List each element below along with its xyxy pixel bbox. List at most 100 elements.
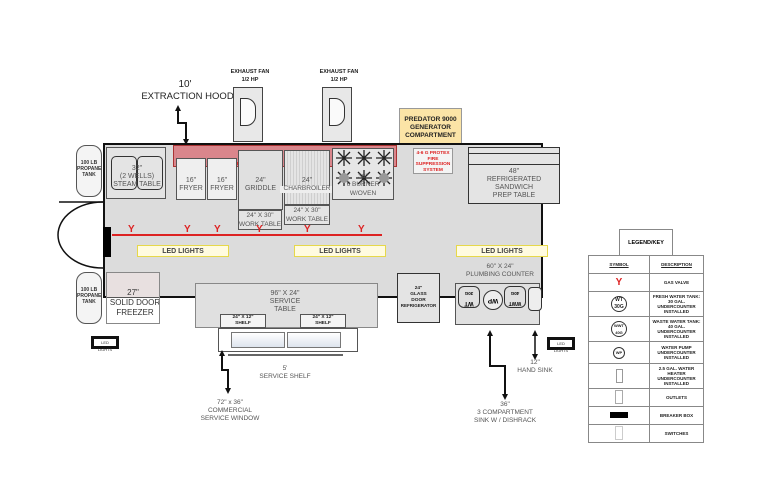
propane-tank-2-l1: 100 LB [80, 287, 98, 293]
freezer-line2: SOLID DOOR [109, 298, 161, 307]
shelf-2 [300, 314, 346, 328]
plumbing-label: PLUMBING COUNTER [466, 271, 534, 278]
legend-col-description: DESCRIPTION [649, 255, 704, 274]
steam-table-line2: (2 WELLS) [119, 173, 155, 180]
refrigerated-prep-table [468, 147, 560, 204]
exhaust-fan-1 [233, 87, 263, 142]
burner-line2: 6 BURNER [346, 181, 380, 188]
outlet-icon [588, 388, 650, 407]
hood-size: 10' [178, 79, 192, 90]
legend-title-box: LEGEND/KEY [619, 229, 673, 256]
service-window-line1: 72" x 36" [217, 399, 243, 406]
legend-desc: BREAKER BOX [649, 406, 704, 425]
fridge-line2: GLASS [410, 292, 427, 297]
generator-line2: GENERATOR [410, 124, 451, 131]
wt-tank: WT 30G [458, 286, 480, 308]
door-swing [57, 201, 104, 269]
gas-valve-icon: Y [128, 224, 135, 235]
gas-valve-icon: Y [588, 273, 650, 292]
propane-tank-1-l2: PROPANE [77, 166, 102, 172]
legend-desc: OUTLETS [649, 388, 704, 407]
propane-tank-2-l2: PROPANE [77, 293, 102, 299]
fan1-power: 1/2 HP [241, 77, 259, 83]
work-table-2 [284, 205, 330, 225]
breaker-box [103, 227, 111, 257]
fire-suppression-l1: 4-6 G PROTEX [416, 151, 450, 156]
charbroiler [284, 150, 330, 205]
breaker-box-icon [588, 406, 650, 425]
propane-tank-1-l1: 100 LB [80, 160, 98, 166]
fan2-power: 1/2 HP [330, 77, 348, 83]
legend-desc: 2.5 GAL. WATER HEATER UNDERCOUNTER INSTA… [649, 363, 704, 389]
griddle-label: GRIDDLE [244, 185, 277, 192]
prep-line3: SANDWICH [494, 184, 534, 191]
freezer-line3: FREEZER [116, 308, 154, 317]
hand-sink-size: 12" [530, 359, 540, 366]
prep-size: 48" [508, 168, 520, 175]
gas-valve-icon: Y [184, 224, 191, 235]
generator-line3: COMPARTMENT [405, 132, 456, 139]
fire-suppression-l4: SYSTEM [423, 167, 443, 173]
propane-tank-2-l3: TANK [82, 299, 96, 305]
gas-valve-icon: Y [304, 224, 311, 235]
burner-grates [336, 150, 392, 186]
shelf-2-size: 24" X 12" [312, 315, 334, 320]
prep-line4: PREP TABLE [492, 192, 536, 199]
shelf-1 [220, 314, 266, 328]
service-table-line3: TABLE [274, 306, 296, 313]
legend-col-symbol: SYMBOL [588, 255, 650, 274]
service-window [218, 328, 358, 352]
sink-arrow [487, 330, 508, 400]
water-heater-icon [588, 363, 650, 389]
wwt-label: WWT [508, 300, 522, 306]
led-light-1: LED LIGHTS [137, 245, 229, 257]
shelf-1-label: SHELF [235, 321, 251, 326]
hand-sink-arrow [532, 330, 538, 360]
service-shelf-label: SERVICE SHELF [259, 373, 311, 380]
shelf-2-label: SHELF [315, 321, 331, 326]
fridge-line3: DOOR [411, 298, 426, 303]
griddle-size: 24" [255, 177, 266, 184]
wwt-sub: 40G [510, 291, 520, 296]
wt-sub: 30G [464, 291, 474, 296]
hand-sink [528, 287, 542, 311]
prep-table-rail [468, 153, 560, 165]
legend-desc: GAS VALVE [649, 273, 704, 292]
service-shelf [228, 354, 343, 356]
wwt-tank: WWT 40G [504, 286, 526, 308]
gas-line [112, 234, 382, 236]
fire-suppression: 4-6 G PROTEX FIRE SUPPRESSION SYSTEM [413, 148, 453, 174]
shelf-1-size: 24" X 12" [232, 315, 254, 320]
legend-desc: SWITCHES [649, 424, 704, 443]
service-window-arrow [219, 350, 231, 394]
freezer-size: 27" [127, 288, 139, 297]
switch-icon [588, 424, 650, 443]
led-light-2: LED LIGHTS [294, 245, 386, 257]
service-window-line3: SERVICE WINDOW [200, 415, 260, 422]
wt-label: WT [464, 300, 474, 306]
fan1-label: EXHAUST FAN [230, 69, 270, 75]
charbroiler-size: 24" [301, 177, 313, 184]
service-window-line2: COMMERCIAL [207, 407, 253, 414]
steam-table [106, 147, 166, 199]
sink-line3: SINK W / DISHRACK [473, 417, 537, 424]
fryer-2-label: FRYER [210, 185, 234, 192]
fire-suppression-l3: SUPPRESSION [415, 162, 451, 167]
fryer-2-size: 16" [216, 177, 228, 184]
gas-valve-icon: Y [358, 224, 365, 235]
exterior-led-box-2: LED LIGHTS [547, 337, 575, 353]
sink-line2: 3 COMPARTMENT [477, 409, 533, 416]
plumbing-size: 60" X 24" [486, 263, 514, 270]
legend-desc: WASTE WATER TANK: 40 GAL. UNDERCOUNTER I… [649, 316, 704, 342]
exterior-led-box-1: LED LIGHTS [91, 336, 119, 352]
service-table-line2: SERVICE [269, 298, 301, 305]
fan2-label: EXHAUST FAN [319, 69, 359, 75]
work-table-1-label: WORK TABLE [238, 221, 282, 228]
steam-table-size: 32" [131, 165, 143, 172]
propane-tank-2: 100 LB PROPANE TANK [76, 272, 102, 324]
work-table-1 [238, 210, 282, 230]
water-pump: WP [483, 290, 503, 310]
